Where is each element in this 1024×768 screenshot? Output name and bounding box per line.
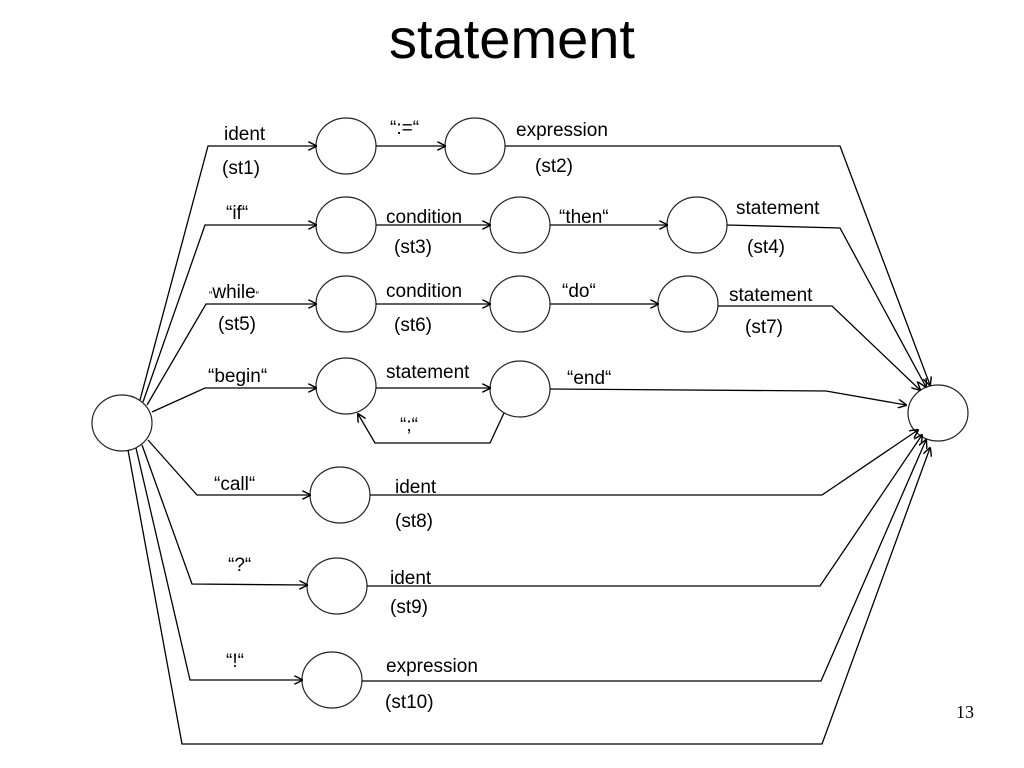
edge-start-r4 [151, 388, 316, 413]
label-st5: (st5) [218, 314, 256, 335]
label-st3: (st3) [394, 237, 432, 258]
label-r2-condition: condition [386, 207, 462, 228]
state-r1-b [444, 117, 506, 175]
state-r4-a [315, 357, 377, 415]
slide-title: statement [389, 7, 635, 70]
edge-start-r3 [146, 304, 316, 406]
label-r1-assign: “:=“ [390, 118, 419, 139]
label-r4-end: “end“ [567, 368, 611, 389]
edge-start-r5 [147, 439, 310, 495]
edge-r6-to-end [367, 435, 922, 587]
label-r6-ident: ident [390, 568, 432, 589]
label-st6: (st6) [394, 315, 432, 336]
edge-r1-to-end [505, 145, 930, 385]
state-r2-b [489, 196, 551, 254]
edge-start-r7 [135, 447, 302, 680]
label-st4: (st4) [747, 237, 785, 258]
edge-r7-to-end [362, 440, 926, 682]
label-r7-bang: “!“ [226, 651, 244, 672]
label-r2-then: “then“ [559, 207, 609, 228]
page-number: 13 [956, 702, 974, 722]
edge-start-r2 [142, 225, 316, 403]
edge-start-bypass [127, 448, 930, 745]
state-r2-a [315, 196, 377, 254]
edge-r5-to-end [370, 430, 918, 496]
edge-r2-to-end [726, 224, 926, 387]
label-r6-question: “?“ [228, 555, 251, 576]
edge-r4-loop [358, 413, 505, 444]
label-r2-if: “if“ [226, 203, 248, 224]
label-st2: (st2) [535, 156, 573, 177]
label-r1-expression: expression [516, 120, 608, 141]
label-st7: (st7) [745, 317, 783, 338]
edge-r3-to-end [718, 305, 920, 390]
state-r1-a [315, 117, 377, 175]
label-st8: (st8) [395, 511, 433, 532]
state-start [91, 394, 153, 452]
state-r3-a [315, 275, 377, 333]
label-r5-ident: ident [395, 477, 437, 498]
edge-start-r6 [141, 444, 307, 585]
label-r7-expression: expression [386, 656, 478, 677]
label-r3-condition: condition [386, 281, 462, 302]
label-st1: (st1) [222, 158, 260, 179]
state-r2-c [666, 196, 728, 254]
state-r7-a [301, 651, 363, 709]
label-r3-do: “do“ [562, 281, 596, 302]
label-r4-semicolon: “;“ [400, 415, 418, 436]
state-r5-a [309, 466, 371, 524]
state-r3-c [657, 275, 719, 333]
label-r3-while: “while“ [209, 282, 259, 303]
label-st9: (st9) [390, 597, 428, 618]
state-end [907, 384, 969, 442]
label-r3-statement: statement [729, 285, 813, 306]
label-r1-ident: ident [224, 124, 266, 145]
label-r2-statement: statement [736, 198, 820, 219]
label-r4-begin: “begin“ [208, 366, 267, 387]
label-st10: (st10) [385, 692, 434, 713]
label-r5-call: “call“ [214, 474, 255, 495]
state-r3-b [489, 275, 551, 333]
state-r6-a [306, 557, 368, 615]
edge-start-r1 [139, 146, 316, 401]
state-r4-b [489, 360, 551, 418]
label-r4-statement: statement [386, 362, 470, 383]
edge-r4-to-end [549, 388, 906, 405]
